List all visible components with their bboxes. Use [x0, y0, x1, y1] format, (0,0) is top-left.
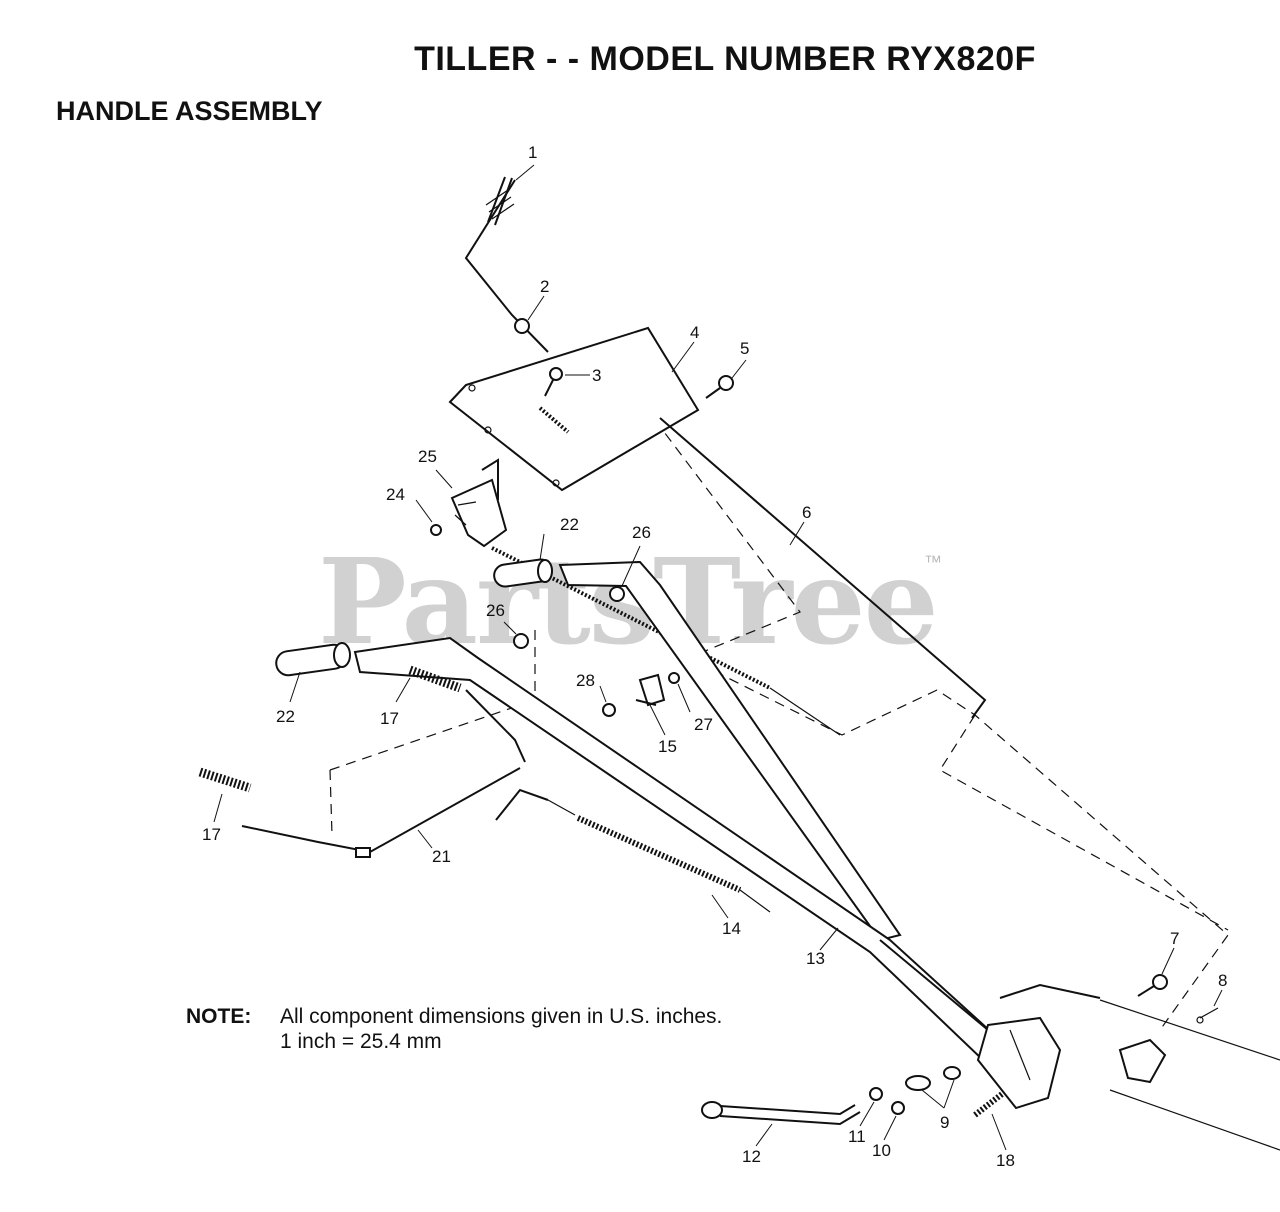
callout-4: 4	[690, 323, 699, 342]
callout-8: 8	[1218, 971, 1227, 990]
part-22-grip-lower	[275, 642, 351, 677]
note-line-2: 1 inch = 25.4 mm	[280, 1030, 442, 1053]
part-17-spring-lower	[198, 767, 252, 793]
part-9-plate	[905, 1066, 961, 1091]
part-22-grip-upper	[493, 558, 553, 588]
callout-1: 1	[528, 143, 537, 162]
callout-12: 12	[742, 1147, 761, 1166]
part-3-bolt	[544, 367, 563, 397]
part-8-pin	[1196, 1007, 1219, 1024]
part-21-lever	[241, 689, 526, 858]
callout-27: 27	[694, 715, 713, 734]
part-12-lever	[701, 1101, 861, 1126]
part-4-shield-plate	[448, 326, 700, 492]
part-24-nut	[430, 524, 442, 536]
part-1-shift-rod	[464, 176, 549, 353]
callout-22-lower: 22	[276, 707, 295, 726]
callout-13: 13	[806, 949, 825, 968]
part-15-bracket	[635, 673, 666, 707]
part-14-lower-cable	[495, 788, 771, 913]
part-27-washer	[668, 672, 680, 684]
callout-2: 2	[540, 277, 549, 296]
callout-14: 14	[722, 919, 741, 938]
callout-24: 24	[386, 485, 405, 504]
callout-10: 10	[872, 1141, 891, 1160]
part-10-nut	[891, 1101, 905, 1115]
callout-22-upper: 22	[560, 515, 579, 534]
part-13-handle-tube	[353, 560, 1002, 1064]
callout-28: 28	[576, 671, 595, 690]
part-mount-shaft	[1099, 999, 1280, 1151]
callout-26-upper: 26	[632, 523, 651, 542]
dashed-assembly-outline	[329, 419, 1229, 1031]
part-26-nut-upper	[609, 586, 625, 602]
dimension-note: NOTE: All component dimensions given in U…	[186, 1004, 722, 1054]
part-28-nut	[602, 703, 616, 717]
part-5-bolt	[705, 375, 734, 399]
part-25-bracket	[450, 458, 508, 548]
callout-11: 11	[848, 1127, 866, 1146]
callout-3: 3	[592, 366, 601, 385]
callout-7: 7	[1170, 929, 1179, 948]
part-mount-bracket	[976, 983, 1101, 1110]
page-title: TILLER - - MODEL NUMBER RYX820F	[414, 40, 1036, 78]
note-label: NOTE:	[186, 1005, 252, 1028]
part-6-long-rod	[659, 417, 987, 719]
part-2-nut	[514, 318, 530, 334]
callout-26-lower: 26	[486, 601, 505, 620]
callout-17-upper: 17	[380, 709, 399, 728]
part-26-nut-lower	[513, 633, 529, 649]
callout-17-lower: 17	[202, 825, 221, 844]
callout-leaders	[213, 164, 1223, 1151]
part-17-spring-upper	[408, 665, 462, 693]
callout-9: 9	[940, 1113, 949, 1132]
callout-5: 5	[740, 339, 749, 358]
callout-6: 6	[802, 503, 811, 522]
part-18-bolt	[973, 1091, 1004, 1118]
control-cable-end	[769, 687, 841, 736]
callout-15: 15	[658, 737, 677, 756]
watermark-trademark: ™	[924, 552, 942, 572]
note-line-1: All component dimensions given in U.S. i…	[280, 1005, 723, 1028]
part-7-bolt	[1137, 974, 1168, 997]
callout-numbers: 1 2 3 4 5 6 7 8 9 10 11 12 13 14 15 17 1…	[202, 143, 1227, 1170]
callout-21: 21	[432, 847, 451, 866]
part-11-washer	[869, 1087, 883, 1101]
callout-25: 25	[418, 447, 437, 466]
callout-18: 18	[996, 1151, 1015, 1170]
section-title: HANDLE ASSEMBLY	[56, 96, 323, 126]
